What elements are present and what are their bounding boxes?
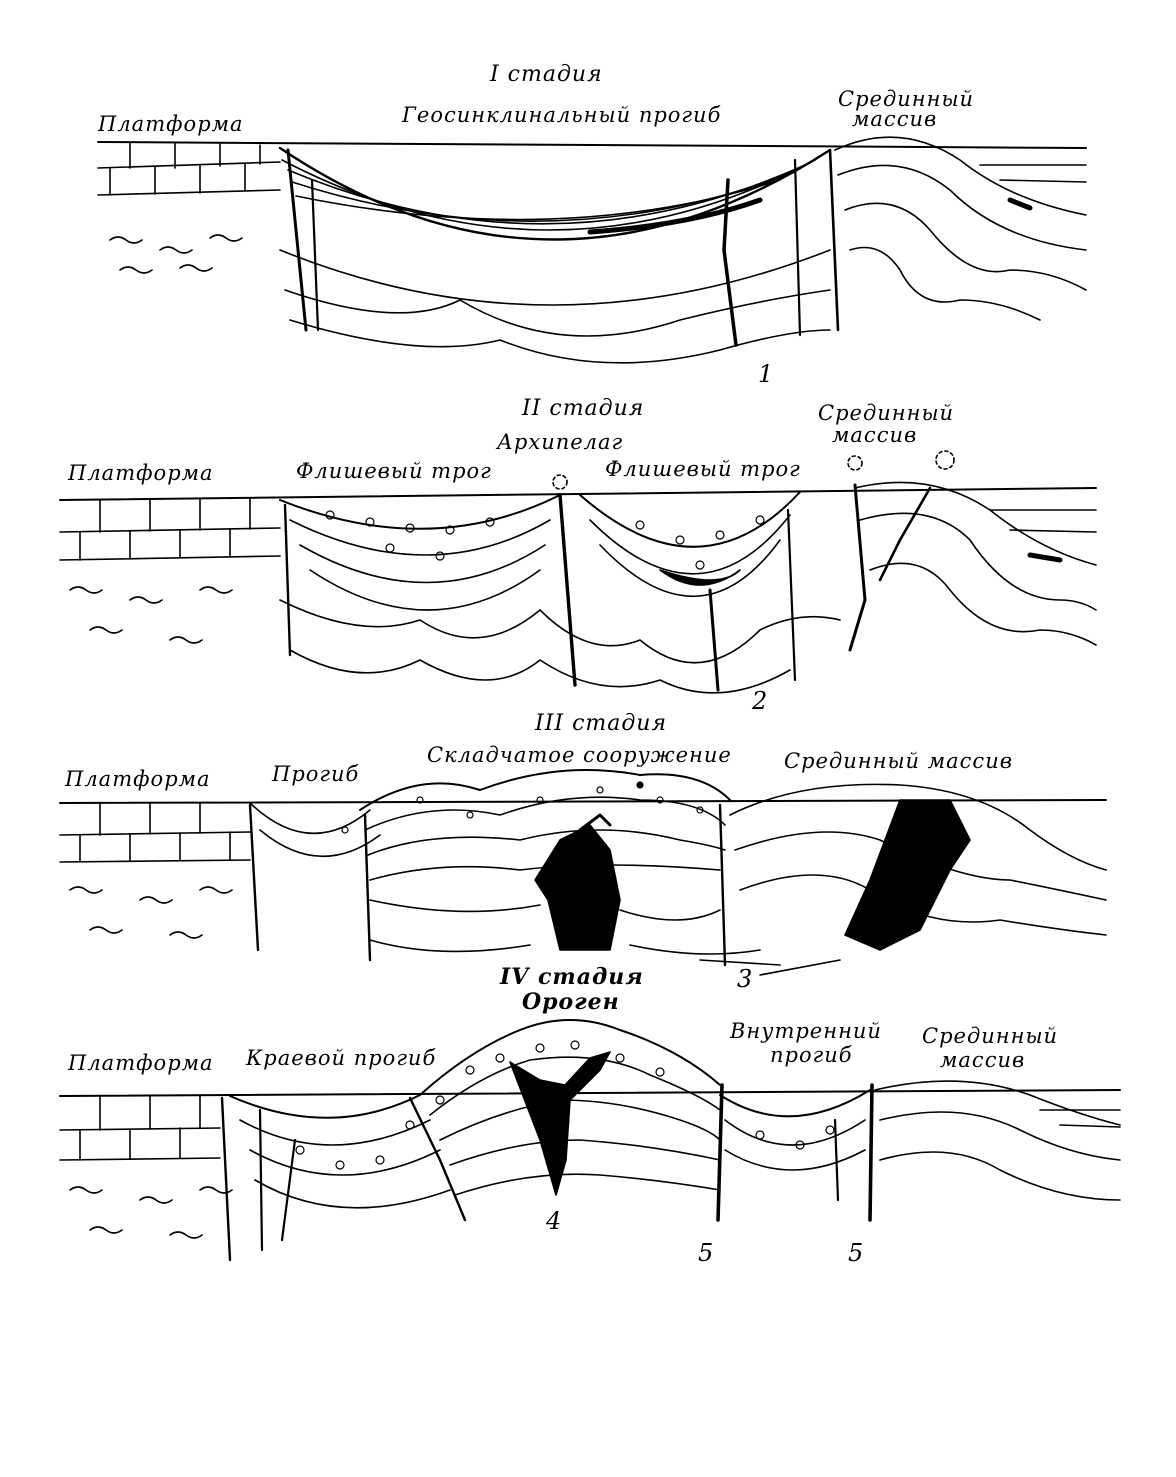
stage-1-platform-label: Платформа bbox=[98, 113, 244, 135]
stage-4-number-4: 4 bbox=[546, 1210, 562, 1232]
section-stage-1 bbox=[98, 137, 1086, 363]
stage-3-title: III стадия bbox=[535, 713, 667, 735]
stage-4-orogen-label: Ороген bbox=[522, 991, 620, 1013]
stage-3-trough-label: Прогиб bbox=[272, 763, 359, 785]
stage-3-number: 3 bbox=[737, 968, 753, 990]
stage-1-trough-label: Геосинклинальный прогиб bbox=[402, 104, 721, 126]
stage-2-number: 2 bbox=[752, 690, 768, 712]
stage-4-number-5a: 5 bbox=[698, 1242, 714, 1264]
stage-4-foredeep-label: Краевой прогиб bbox=[246, 1047, 436, 1069]
stage-4-inner-trough-label-2: прогиб bbox=[770, 1044, 853, 1066]
stage-2-massif-label-1: Срединный bbox=[818, 402, 954, 424]
stage-2-flysch-left-label: Флишевый трог bbox=[296, 460, 492, 482]
stage-4-title: IV стадия bbox=[500, 966, 644, 988]
stage-3-fold-label: Складчатое сооружение bbox=[427, 744, 732, 766]
stage-1-title: I стадия bbox=[490, 64, 603, 86]
stage-4-platform-label: Платформа bbox=[68, 1052, 214, 1074]
stage-1-massif-label-2: массив bbox=[852, 108, 937, 130]
stage-4-inner-trough-label-1: Внутренний bbox=[730, 1020, 882, 1042]
stage-4-massif-label-2: массив bbox=[940, 1049, 1025, 1071]
stage-2-platform-label: Платформа bbox=[68, 462, 214, 484]
stage-3-platform-label: Платформа bbox=[65, 768, 211, 790]
section-stage-2 bbox=[60, 451, 1096, 693]
stage-3-massif-label: Срединный массив bbox=[784, 750, 1013, 772]
stage-2-archipelago-label: Архипелаг bbox=[497, 431, 623, 453]
stage-2-title: II стадия bbox=[522, 398, 644, 420]
stage-2-flysch-right-label: Флишевый трог bbox=[605, 458, 801, 480]
stage-1-number: 1 bbox=[758, 363, 774, 385]
section-stage-3 bbox=[60, 770, 1106, 975]
stage-2-massif-label-2: массив bbox=[832, 424, 917, 446]
flysch-pebbles bbox=[326, 511, 764, 569]
stage-4-massif-label-1: Срединный bbox=[922, 1025, 1058, 1047]
stage-4-number-5b: 5 bbox=[848, 1242, 864, 1264]
